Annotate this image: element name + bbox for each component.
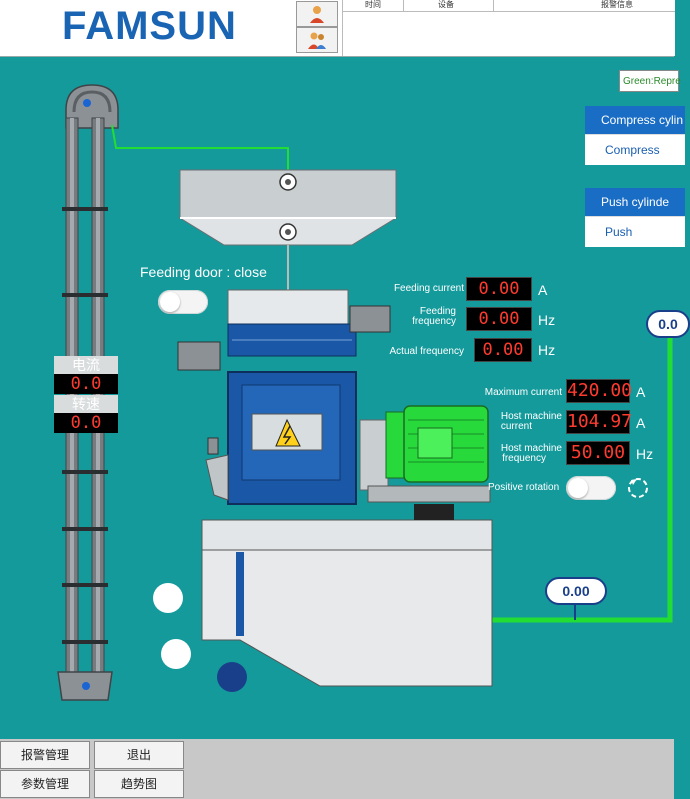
user-button[interactable] <box>296 1 338 27</box>
legend-box: Green:Repre <box>619 70 681 92</box>
alarm-col-message: 报警信息 <box>601 0 633 9</box>
crusher[interactable] <box>205 371 357 505</box>
status-indicator-2 <box>161 639 191 669</box>
feed-hopper[interactable] <box>178 169 398 290</box>
elevator-current-value: 0.0 <box>54 374 118 394</box>
alarm-col-time: 时间 <box>365 0 381 9</box>
host-frequency-value: 50.00 <box>566 441 630 465</box>
elevator-speed-value: 0.0 <box>54 413 118 433</box>
status-indicator-3 <box>217 662 247 692</box>
bottom-toolbar: 报警管理 退出 参数管理 趋势图 <box>0 739 674 799</box>
elevator-current-label: 电流 <box>54 356 118 374</box>
host-current-value: 104.97 <box>566 410 633 434</box>
host-current-unit: A <box>636 415 646 431</box>
compress-cylinder-panel: Compress cylin Compress <box>585 106 685 165</box>
users-icon <box>308 32 326 49</box>
max-current-label: Maximum current <box>484 387 562 398</box>
push-cylinder-panel: Push cylinde Push <box>585 188 685 247</box>
main-motor[interactable] <box>359 405 491 503</box>
feeding-frequency-label-2: frequency <box>412 316 456 327</box>
compress-cylinder-title: Compress cylin <box>585 106 685 135</box>
feeding-frequency-label-1: Feeding <box>419 306 456 317</box>
famsun-logo: FAMSUN <box>62 4 237 48</box>
feeding-frequency-unit: Hz <box>538 312 556 328</box>
machine-base <box>201 504 493 687</box>
push-cylinder-title: Push cylinde <box>585 188 685 217</box>
max-current-value: 420.00 <box>566 379 633 403</box>
feeding-current-unit: A <box>538 282 548 298</box>
feeding-frequency-value: 0.00 <box>466 307 532 331</box>
alarm-table: 时间 设备 报警信息 <box>342 0 675 56</box>
user-icon <box>310 6 324 23</box>
alarm-col-device: 设备 <box>438 0 454 9</box>
status-indicator-1 <box>153 583 183 613</box>
host-current-label-2: current <box>500 421 532 432</box>
compress-button[interactable]: Compress <box>605 143 660 157</box>
push-button[interactable]: Push <box>605 225 633 239</box>
users-button[interactable] <box>296 27 338 53</box>
feeding-door-toggle[interactable] <box>158 290 208 314</box>
actual-frequency-value: 0.00 <box>474 338 532 362</box>
max-current-unit: A <box>636 384 646 400</box>
exit-button[interactable]: 退出 <box>94 741 184 769</box>
positive-rotation-label: Positive rotation <box>488 482 560 493</box>
host-current-label-1: Host machine <box>500 411 562 422</box>
actual-frequency-label: Actual frequency <box>389 346 465 357</box>
feeding-current-label: Feeding current <box>393 283 464 294</box>
rotation-icon[interactable] <box>628 478 648 498</box>
actual-frequency-unit: Hz <box>538 342 556 358</box>
positive-rotation-toggle[interactable] <box>566 476 616 500</box>
header-bar: FAMSUN 时间 设备 报警信息 <box>0 0 675 57</box>
feeding-current-value: 0.00 <box>466 277 532 301</box>
trend-chart-button[interactable]: 趋势图 <box>94 770 184 798</box>
host-frequency-unit: Hz <box>636 446 654 462</box>
feeding-door-status: Feeding door : close <box>140 264 267 280</box>
flow-value-bottom: 0.00 <box>545 577 607 605</box>
parameter-management-button[interactable]: 参数管理 <box>0 770 90 798</box>
flow-value-top: 0.0 <box>646 310 690 338</box>
feeder[interactable] <box>177 289 391 371</box>
host-frequency-label-2: frequency <box>502 453 546 464</box>
elevator-speed-label: 转速 <box>54 395 118 413</box>
host-frequency-label-1: Host machine <box>500 443 562 454</box>
alarm-management-button[interactable]: 报警管理 <box>0 741 90 769</box>
